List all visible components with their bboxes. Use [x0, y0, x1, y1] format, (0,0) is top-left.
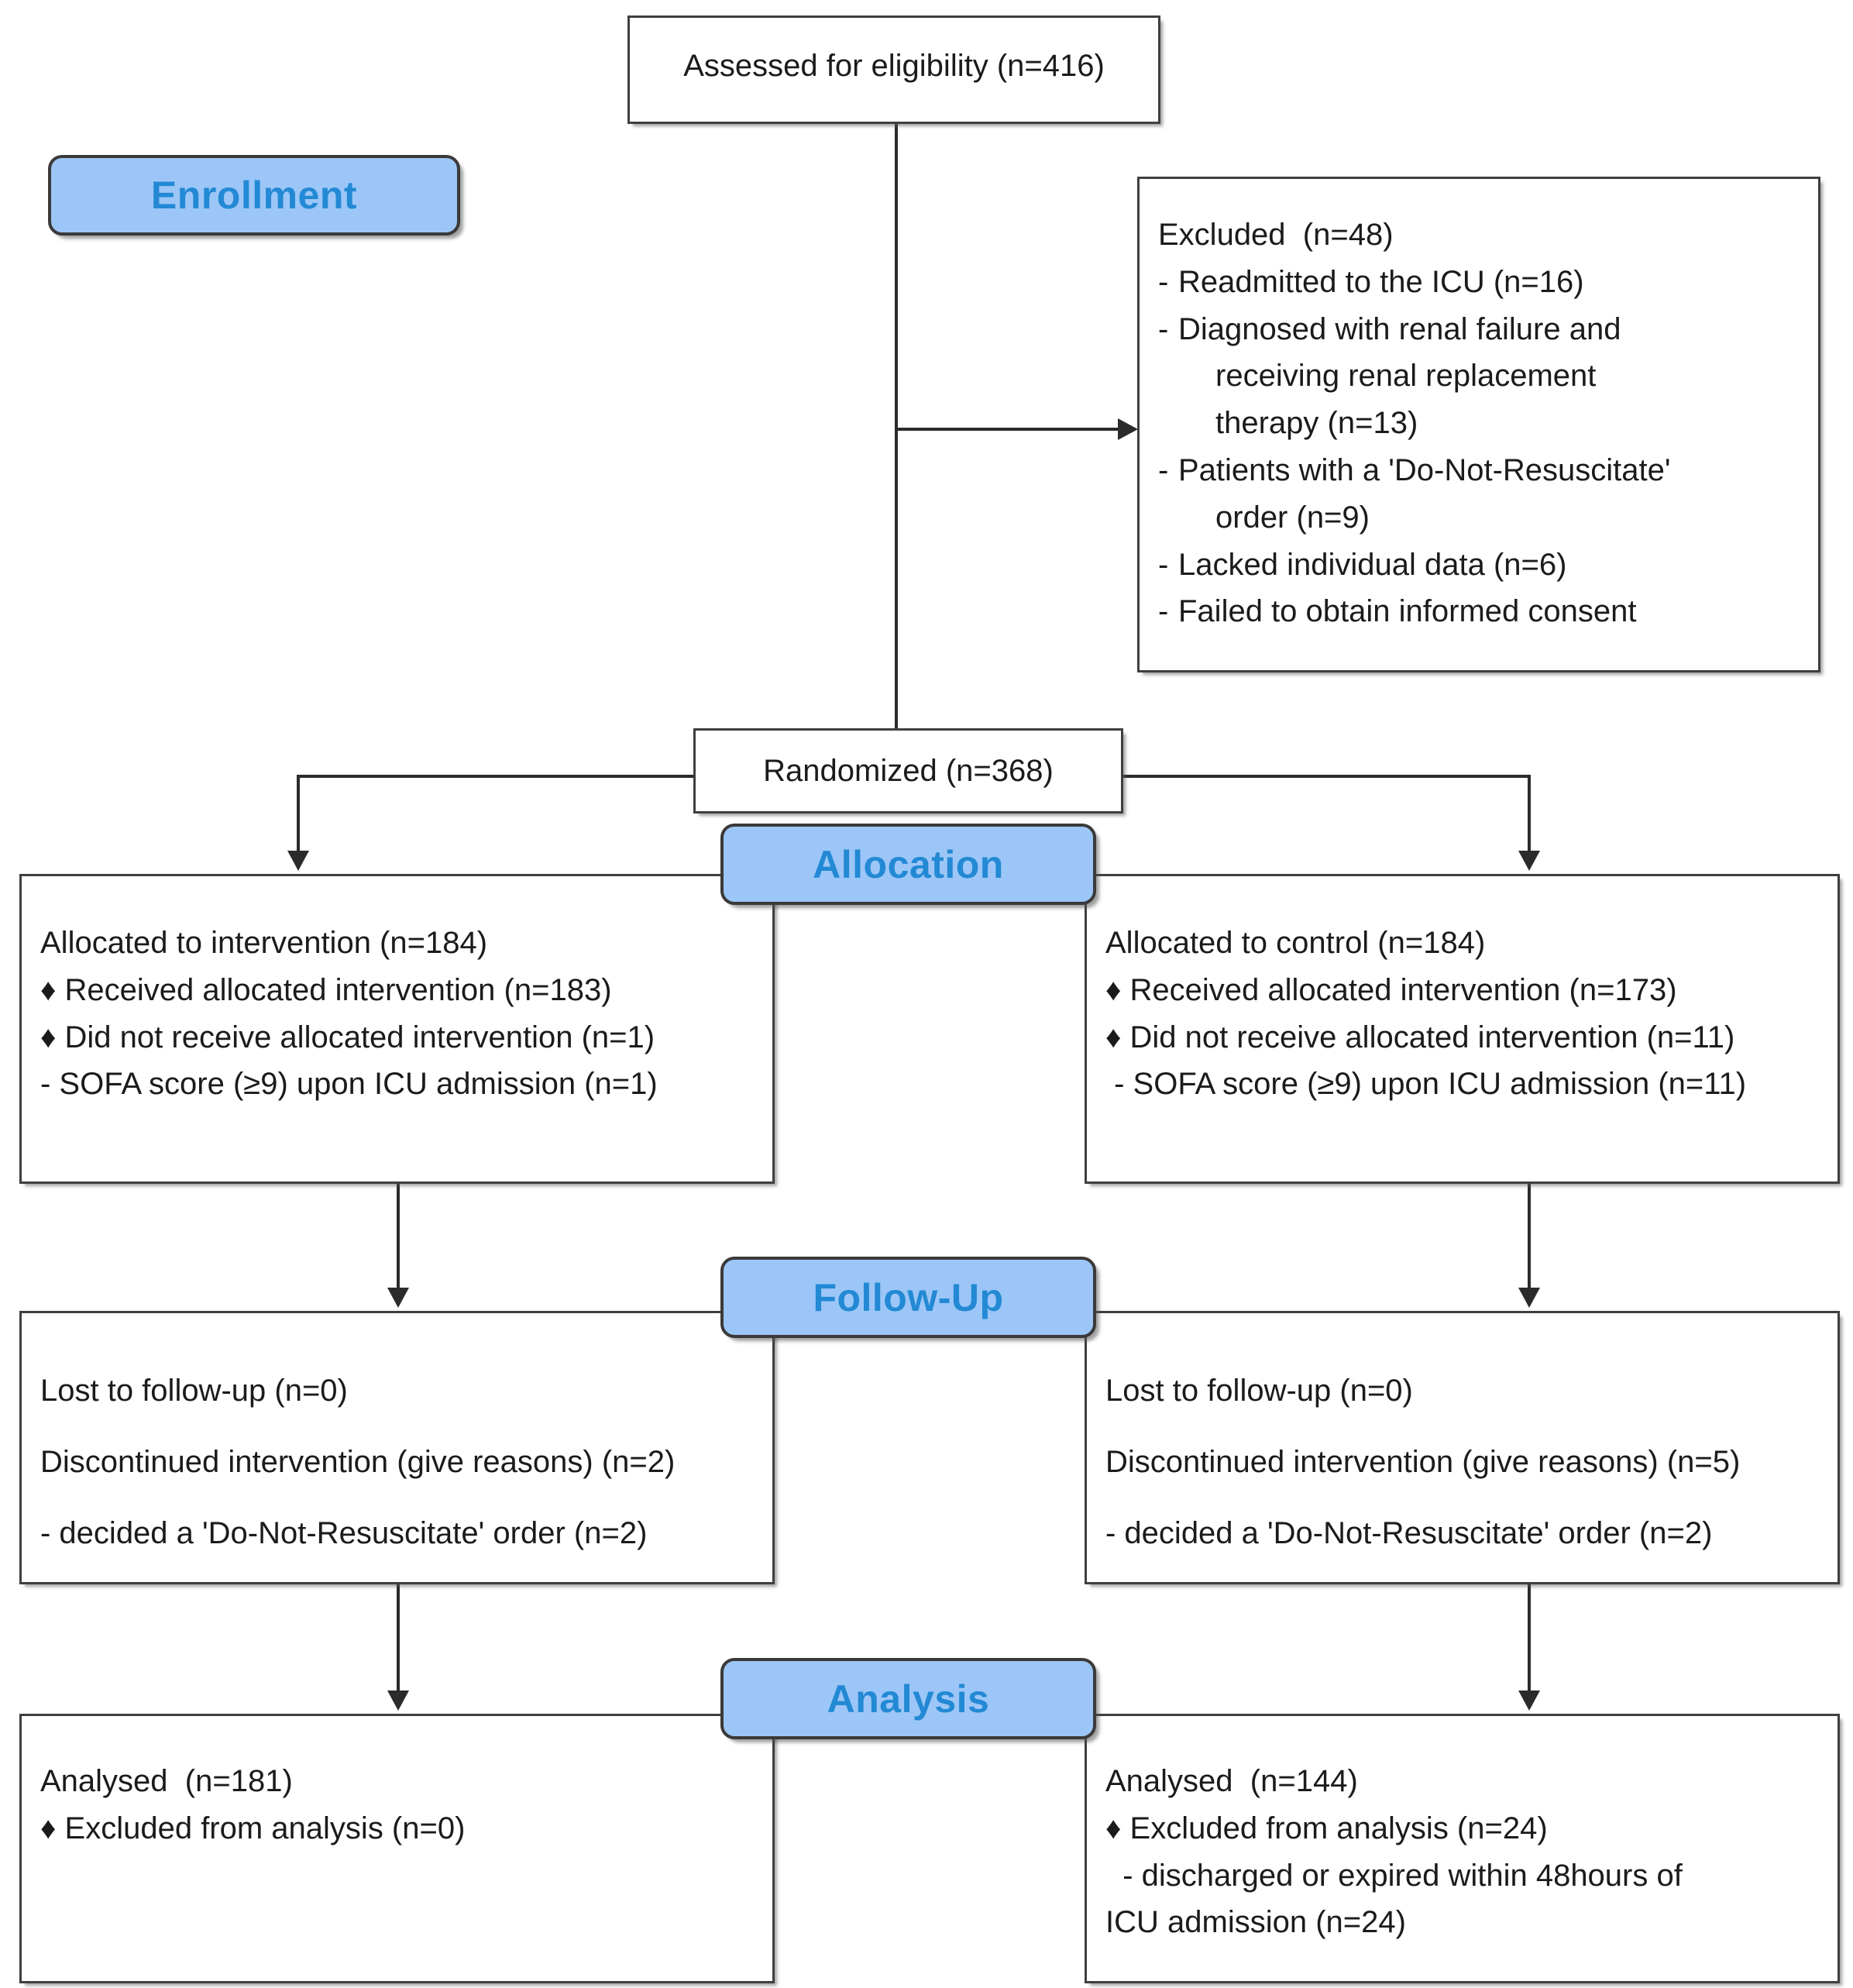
- excluded-reason-cont: receiving renal replacement: [1215, 359, 1597, 394]
- connector-assessed-to-excluded: [895, 428, 1119, 431]
- connector-followup-right-to-analysis: [1528, 1584, 1531, 1694]
- arrowhead-followup-right: [1518, 1288, 1540, 1308]
- node-analysis-control: Analysed (n=144) ♦ Excluded from analysi…: [1085, 1714, 1840, 1983]
- arrowhead-followup-left: [387, 1288, 409, 1308]
- analysis-right-item: ♦ Excluded from analysis (n=24): [1105, 1811, 1548, 1845]
- stage-badge-analysis: Analysis: [720, 1658, 1096, 1739]
- stage-badge-enrollment: Enrollment: [48, 155, 460, 236]
- dash-marker-icon: -: [1158, 264, 1169, 299]
- allocation-right-item: ♦ Received allocated intervention (n=173…: [1105, 972, 1677, 1007]
- arrowhead-to-excluded: [1118, 418, 1138, 440]
- connector-followup-left-to-analysis: [397, 1584, 400, 1694]
- stage-badge-follow-up-label: Follow-Up: [813, 1275, 1004, 1319]
- followup-right-item: Lost to follow-up (n=0): [1105, 1374, 1413, 1408]
- dash-marker-icon: -: [1158, 594, 1169, 629]
- excluded-reason: -Diagnosed with renal failure and: [1158, 306, 1800, 353]
- allocation-left-heading: Allocated to intervention (n=184): [40, 926, 488, 960]
- analysis-left-heading: Analysed (n=181): [40, 1764, 293, 1798]
- allocation-left-item: ♦ Did not receive allocated intervention…: [40, 1020, 655, 1054]
- connector-allocation-left-to-followup: [397, 1184, 400, 1292]
- node-analysis-intervention: Analysed (n=181) ♦ Excluded from analysi…: [19, 1714, 775, 1983]
- allocation-left-item: - SOFA score (≥9) upon ICU admission (n=…: [40, 1067, 658, 1102]
- connector-randomized-right: [1122, 775, 1531, 778]
- node-followup-control: Lost to follow-up (n=0) Discontinued int…: [1085, 1311, 1840, 1584]
- dash-marker-icon: -: [1158, 547, 1169, 582]
- excluded-reason: -Lacked individual data (n=6): [1158, 542, 1800, 589]
- stage-badge-follow-up: Follow-Up: [720, 1257, 1096, 1338]
- allocation-right-heading: Allocated to control (n=184): [1105, 926, 1486, 960]
- arrowhead-analysis-right: [1518, 1690, 1540, 1711]
- excluded-reason: -Patients with a 'Do-Not-Resuscitate': [1158, 447, 1800, 494]
- connector-randomized-left: [297, 775, 695, 778]
- arrowhead-allocation-right: [1518, 851, 1540, 871]
- analysis-left-item: ♦ Excluded from analysis (n=0): [40, 1811, 466, 1845]
- followup-left-item: Lost to follow-up (n=0): [40, 1374, 348, 1408]
- arrowhead-analysis-left: [387, 1690, 409, 1711]
- arrowhead-allocation-left: [287, 851, 309, 871]
- connector-randomized-right-drop: [1528, 775, 1531, 852]
- analysis-right-item: - discharged or expired within 48hours o…: [1105, 1858, 1683, 1893]
- stage-badge-allocation: Allocation: [720, 824, 1096, 905]
- randomized-label: Randomized (n=368): [763, 754, 1054, 788]
- excluded-heading: Excluded (n=48): [1158, 218, 1394, 252]
- excluded-reason-cont: order (n=9): [1215, 500, 1370, 535]
- followup-left-item: Discontinued intervention (give reasons)…: [40, 1445, 676, 1479]
- dash-marker-icon: -: [1158, 311, 1169, 346]
- followup-right-item: Discontinued intervention (give reasons)…: [1105, 1445, 1741, 1479]
- node-assessed-for-eligibility: Assessed for eligibility (n=416): [627, 15, 1160, 124]
- node-followup-intervention: Lost to follow-up (n=0) Discontinued int…: [19, 1311, 775, 1584]
- analysis-right-heading: Analysed (n=144): [1105, 1764, 1358, 1798]
- node-excluded: Excluded (n=48) -Readmitted to the ICU (…: [1137, 177, 1820, 672]
- allocation-left-item: ♦ Received allocated intervention (n=183…: [40, 972, 612, 1007]
- dash-marker-icon: -: [1158, 452, 1169, 487]
- assessed-label: Assessed for eligibility (n=416): [683, 49, 1105, 83]
- node-allocated-control: Allocated to control (n=184) ♦ Received …: [1085, 874, 1840, 1184]
- followup-left-item: - decided a 'Do-Not-Resuscitate' order (…: [40, 1516, 648, 1550]
- followup-right-item: - decided a 'Do-Not-Resuscitate' order (…: [1105, 1516, 1713, 1550]
- excluded-reason: -Failed to obtain informed consent: [1158, 588, 1800, 635]
- connector-allocation-right-to-followup: [1528, 1184, 1531, 1292]
- connector-randomized-left-drop: [297, 775, 300, 852]
- node-randomized: Randomized (n=368): [693, 728, 1123, 813]
- excluded-reason-cont: therapy (n=13): [1215, 406, 1418, 441]
- allocation-right-item: - SOFA score (≥9) upon ICU admission (n=…: [1105, 1067, 1747, 1102]
- stage-badge-enrollment-label: Enrollment: [150, 174, 358, 217]
- stage-badge-allocation-label: Allocation: [813, 842, 1004, 886]
- node-allocated-intervention: Allocated to intervention (n=184) ♦ Rece…: [19, 874, 775, 1184]
- analysis-right-item: ICU admission (n=24): [1105, 1905, 1406, 1940]
- stage-badge-analysis-label: Analysis: [827, 1677, 990, 1721]
- excluded-reason: -Readmitted to the ICU (n=16): [1158, 259, 1800, 306]
- allocation-right-item: ♦ Did not receive allocated intervention…: [1105, 1020, 1735, 1054]
